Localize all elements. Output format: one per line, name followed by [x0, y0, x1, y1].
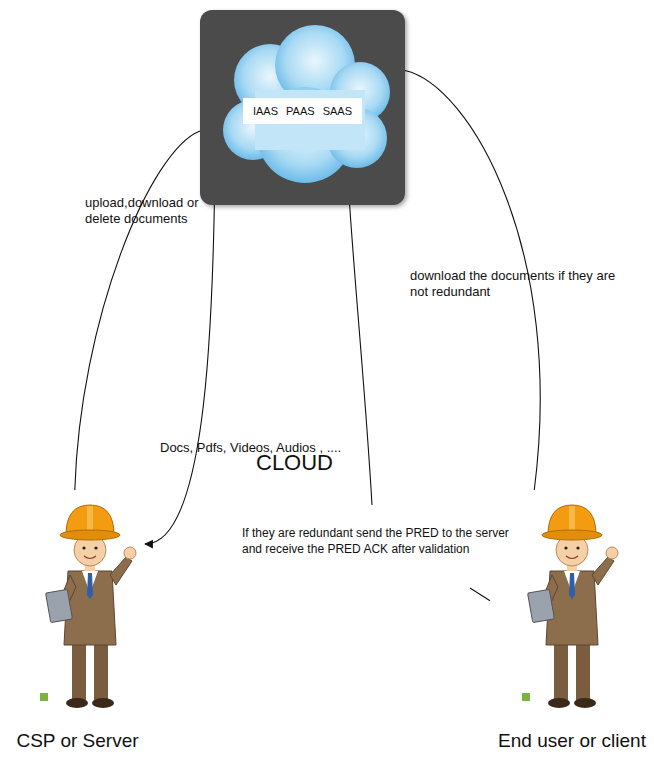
connector-line [145, 205, 214, 544]
connector-line [75, 131, 200, 490]
edge-label: download the documents if they are not r… [410, 268, 635, 300]
engineer-figure [40, 495, 140, 715]
edge-label: If they are redundant send the PRED to t… [242, 525, 514, 557]
node-text: IAAS PAAS SAAS [243, 98, 362, 124]
edge-label: upload,download or delete documents [85, 195, 210, 227]
node-text: CSP or Server [10, 730, 145, 752]
diagram-label: CLOUD [256, 450, 333, 476]
connector-line [350, 205, 490, 601]
engineer-figure [522, 495, 622, 715]
node-text: End user or client [490, 730, 654, 752]
